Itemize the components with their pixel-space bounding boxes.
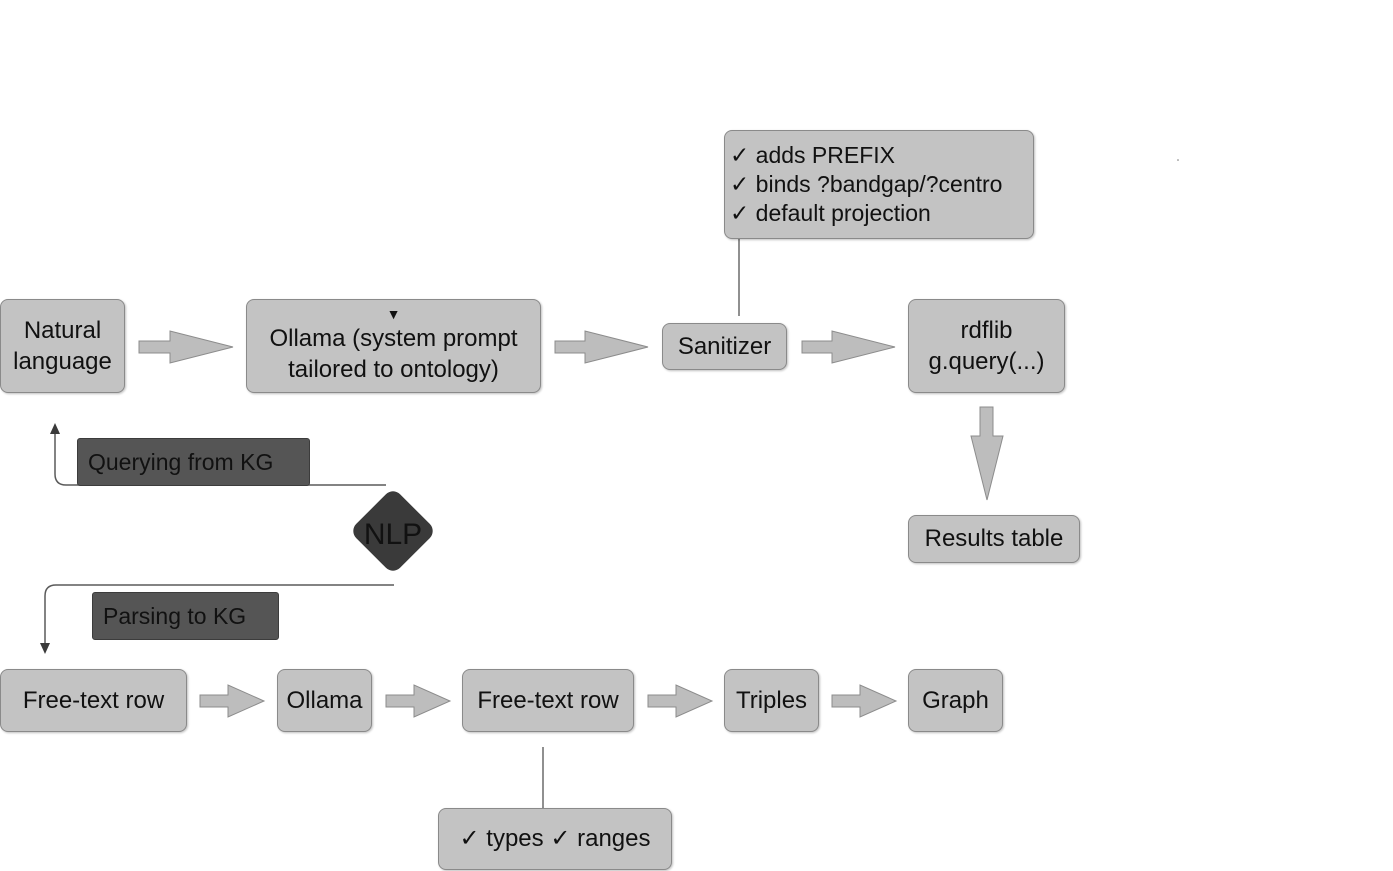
querying-branch-line bbox=[54, 430, 386, 486]
node-label: Free-text row bbox=[477, 686, 619, 714]
triples-node: Triples bbox=[724, 669, 819, 732]
node-label: Free-text row bbox=[22, 686, 165, 714]
node-label: Sanitizer bbox=[677, 332, 772, 360]
node-label: Triples bbox=[735, 686, 808, 714]
note-label: ✓ types ✓ ranges bbox=[459, 825, 651, 853]
rdflib-query-node: rdflib g.query(...) bbox=[908, 299, 1065, 393]
parsing-to-kg-label: Parsing to KG bbox=[92, 592, 279, 640]
results-table-node: Results table bbox=[908, 515, 1080, 563]
sanitizer-checklist-note: ✓ adds PREFIX ✓ binds ?bandgap/?centro ✓… bbox=[724, 130, 1034, 239]
sanitizer-node: Sanitizer bbox=[662, 323, 787, 370]
nlp-label: NLP bbox=[363, 518, 423, 551]
sanitizer-check-3: ✓ default projection bbox=[730, 200, 931, 226]
arrow-right-icon bbox=[199, 684, 266, 718]
node-label-line-2: g.query(...) bbox=[928, 348, 1045, 375]
sanitizer-check-2: ✓ binds ?bandgap/?centro bbox=[730, 171, 1003, 197]
arrow-right-icon bbox=[647, 684, 714, 718]
node-label-line-1: Natural bbox=[23, 316, 102, 344]
sanitizer-check-1: ✓ adds PREFIX bbox=[730, 142, 895, 168]
stray-dot bbox=[1177, 159, 1179, 161]
arrow-right-icon bbox=[385, 684, 452, 718]
graph-node: Graph bbox=[908, 669, 1003, 732]
node-label-line-2: language bbox=[13, 348, 112, 375]
node-label: Results table bbox=[924, 525, 1064, 553]
parsing-branch-line bbox=[44, 584, 394, 644]
triangle-down-icon: ▼ bbox=[386, 305, 401, 322]
node-label-line-2: tailored to ontology) bbox=[288, 356, 499, 383]
parsing-branch-arrowhead bbox=[40, 643, 50, 654]
validation-checklist-note: ✓ types ✓ ranges bbox=[438, 808, 672, 870]
arrow-down-icon bbox=[970, 406, 1004, 501]
node-label: Ollama bbox=[286, 686, 363, 714]
natural-language-node: Natural language bbox=[0, 299, 125, 393]
ollama-node: Ollama bbox=[277, 669, 372, 732]
branch-label-text: Parsing to KG bbox=[103, 602, 247, 629]
node-label-line-1: rdflib bbox=[960, 316, 1013, 344]
free-text-row-node: Free-text row bbox=[0, 669, 187, 732]
ollama-system-prompt-node: ▼ Ollama (system prompt tailored to onto… bbox=[246, 299, 541, 393]
arrow-right-icon bbox=[801, 330, 896, 364]
node-label-line-1: Ollama (system prompt bbox=[269, 324, 518, 352]
arrow-right-icon bbox=[831, 684, 898, 718]
arrow-right-icon bbox=[554, 330, 649, 364]
querying-branch-arrowhead bbox=[50, 423, 60, 434]
node-label: Graph bbox=[922, 686, 989, 714]
querying-from-kg-label: Querying from KG bbox=[77, 438, 310, 486]
free-text-row-validated-node: Free-text row bbox=[462, 669, 634, 732]
arrow-right-icon bbox=[138, 330, 234, 364]
branch-label-text: Querying from KG bbox=[88, 448, 274, 475]
